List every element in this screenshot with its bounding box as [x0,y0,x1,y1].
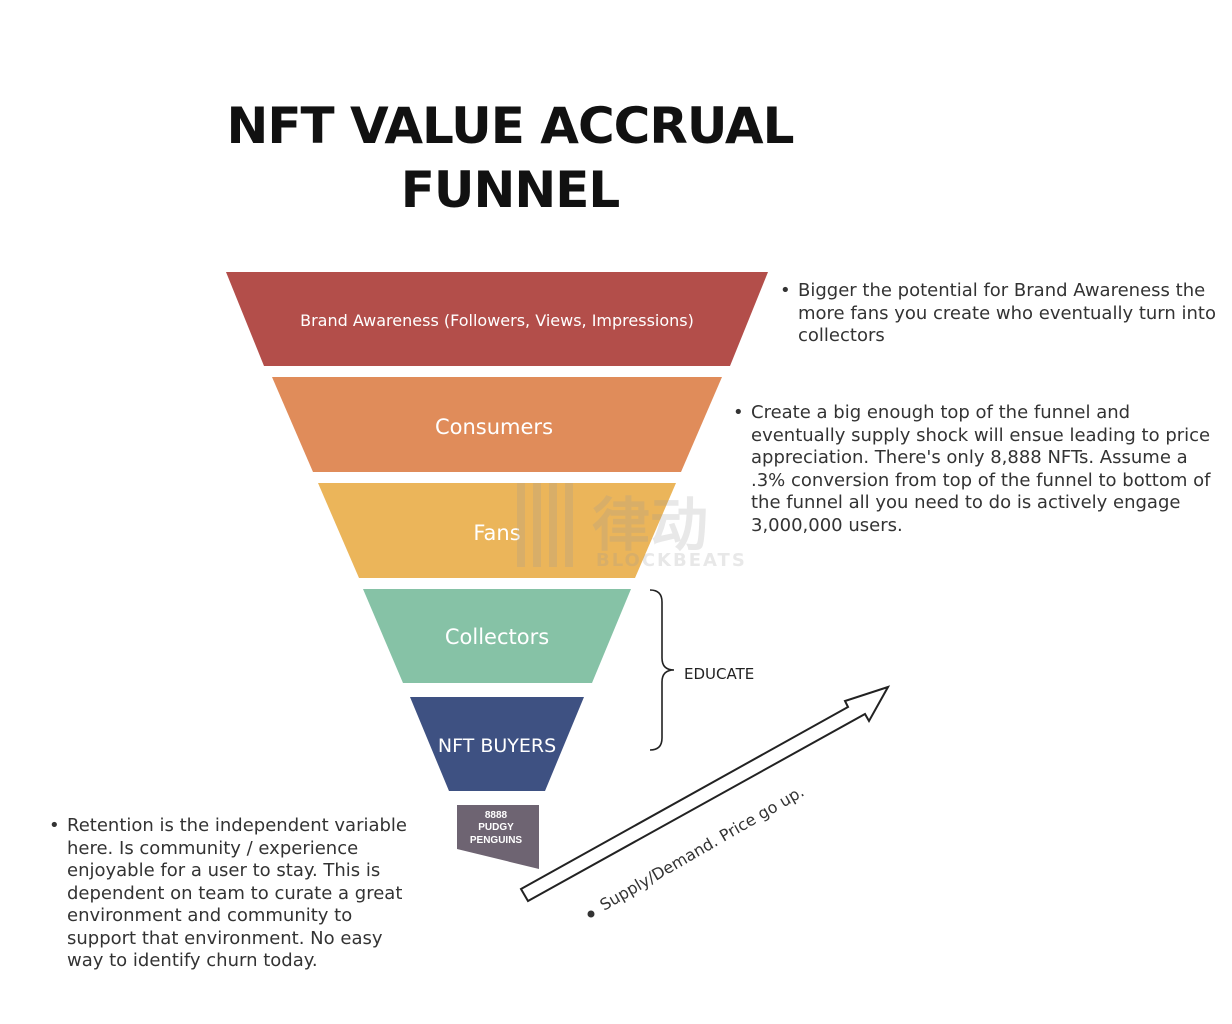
funnel-label-collectors: Collectors [445,625,549,649]
funnel-layer-collectors [363,589,631,683]
supply-shock-note-text: Create a big enough top of the funnel an… [751,402,1211,536]
brand-awareness-note: • Bigger the potential for Brand Awarene… [780,280,1218,348]
retention-note: • Retention is the independent variable … [49,815,412,973]
educate-label: EDUCATE [684,665,754,683]
funnel-base-label-line-1: 8888 [485,810,508,821]
funnel-layer-consumers [272,377,722,472]
bullet-icon: • [733,402,744,423]
funnel-base-label-line-2: PUDGY [478,822,514,833]
funnel-layer-nft-buyers [410,697,584,791]
diagram-title-line-1: NFT VALUE ACCRUAL [226,97,795,155]
funnel-layer-fans [318,483,676,578]
funnel-label-fans: Fans [473,521,520,545]
brand-awareness-note-text: Bigger the potential for Brand Awareness… [798,280,1216,346]
bullet-icon: • [49,815,60,836]
diagram-title-line-2: FUNNEL [400,161,620,219]
funnel-base-label-line-3: PENGUINS [470,835,523,846]
retention-note-text: Retention is the independent variable he… [67,815,407,971]
educate-bracket [649,589,675,751]
funnel-layer-brand-awareness [226,272,768,366]
bullet-icon: • [780,280,791,301]
watermark-subtext: BLOCKBEATS [596,550,747,571]
funnel-label-brand-awareness: Brand Awareness (Followers, Views, Impre… [300,311,694,330]
funnel-label-consumers: Consumers [435,415,553,439]
funnel-label-nft-buyers: NFT BUYERS [438,735,556,757]
funnel-base-box [457,805,539,869]
supply-shock-note: • Create a big enough top of the funnel … [733,402,1211,537]
watermark-logo-text: 律动 [592,491,708,559]
supply-demand-bullet-icon [587,910,595,918]
price-up-arrow [519,685,891,903]
blockbeats-watermark: 律动 BLOCKBEATS [517,483,747,571]
